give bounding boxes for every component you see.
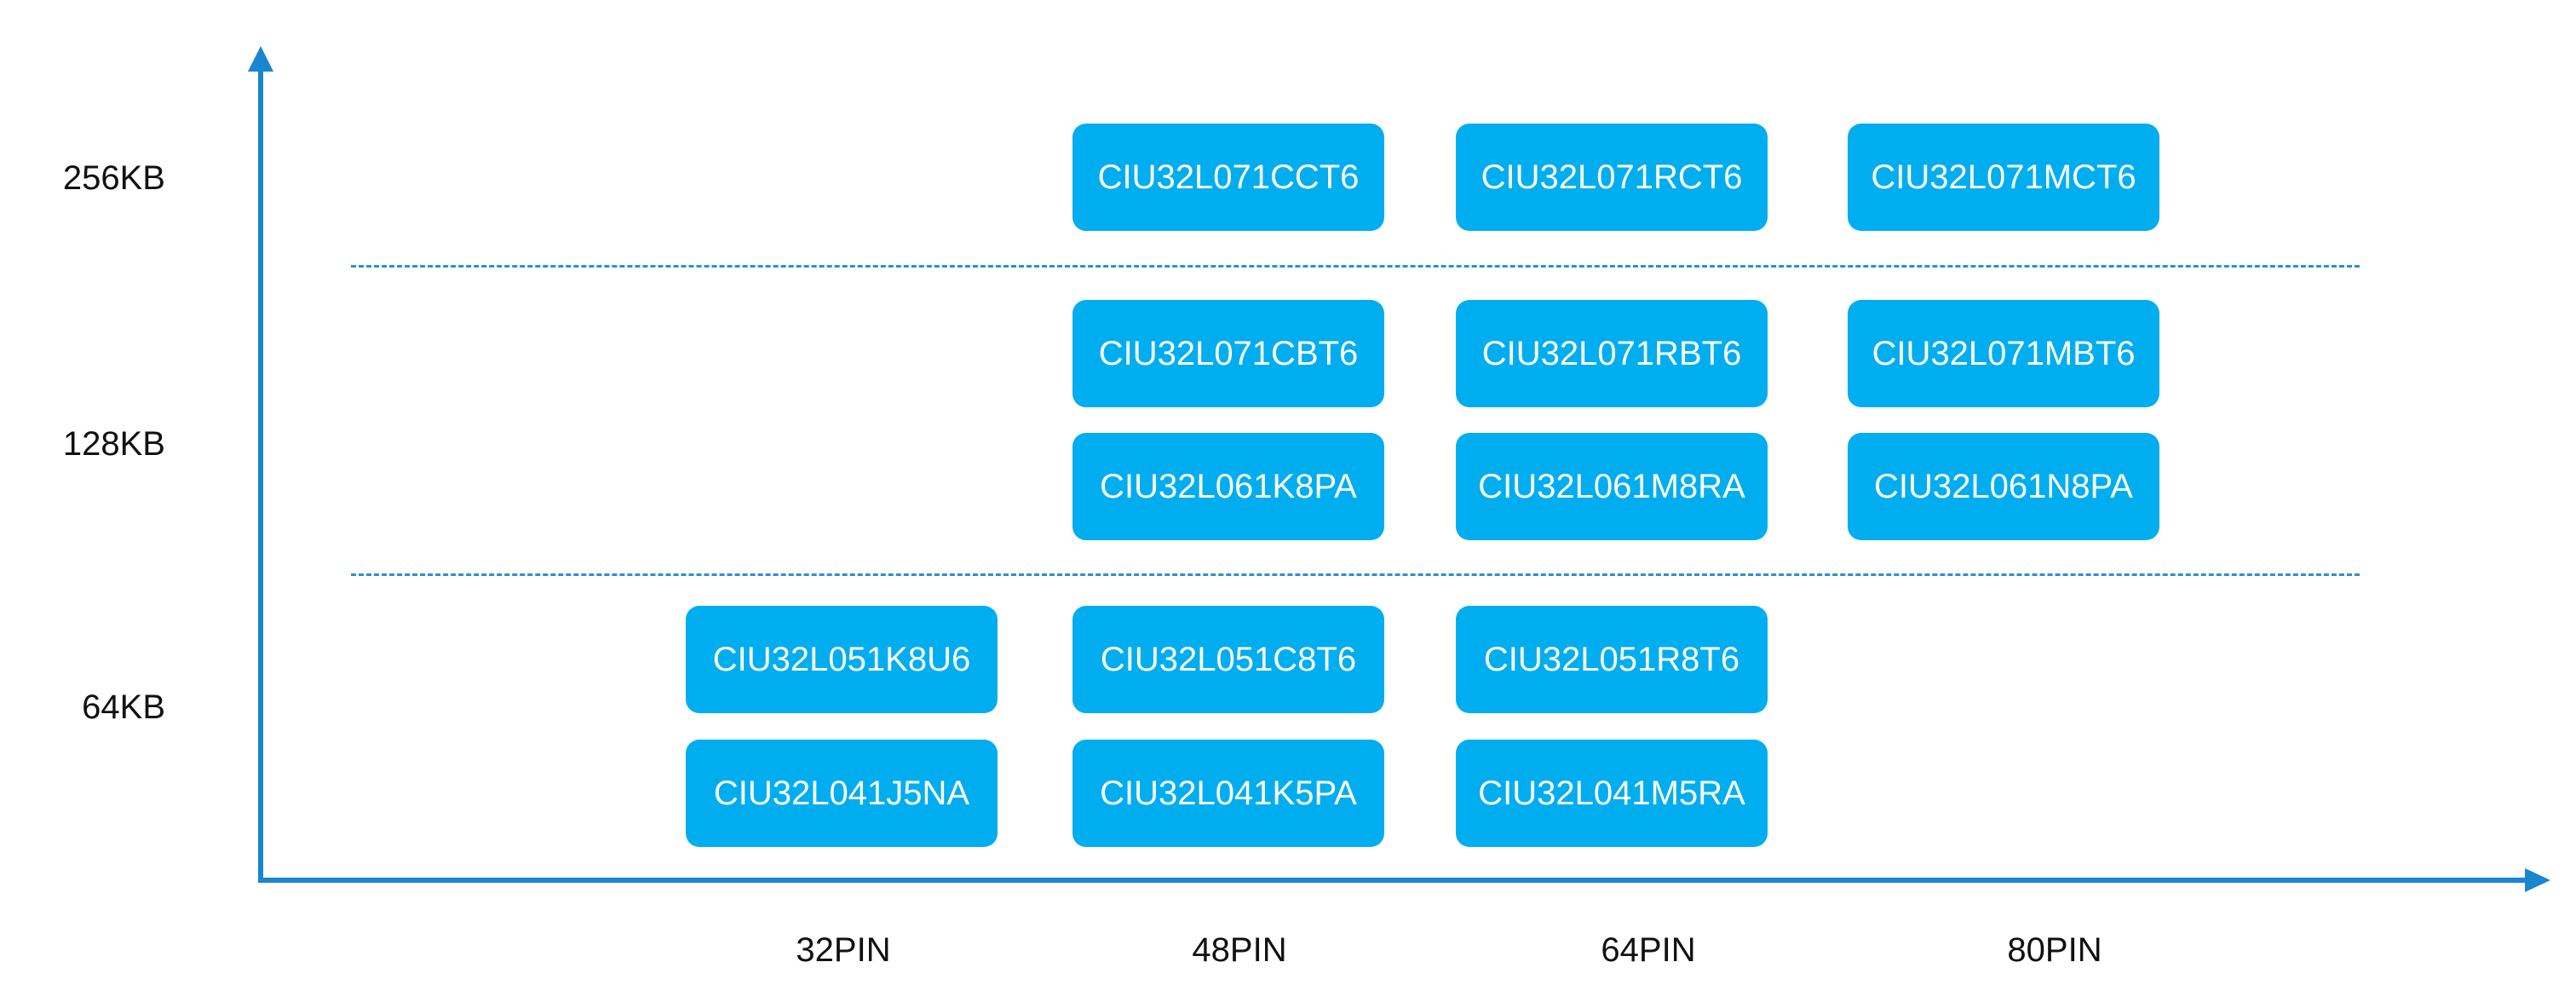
column-label-80pin: 80PIN [2007,931,2102,969]
column-label-64pin: 64PIN [1601,931,1696,969]
chip-ciu32l041k5pa[interactable]: CIU32L041K5PA [1072,740,1384,847]
row-divider-top [351,265,2360,268]
chip-ciu32l061k8pa[interactable]: CIU32L061K8PA [1072,433,1384,540]
y-axis-line [258,51,263,883]
x-axis-line [258,878,2533,883]
chip-ciu32l061n8pa[interactable]: CIU32L061N8PA [1848,433,2159,540]
row-label-256kb: 256KB [62,159,165,197]
chip-ciu32l051k8u6[interactable]: CIU32L051K8U6 [686,606,998,713]
arrow-up-icon [248,46,273,72]
chip-ciu32l041m5ra[interactable]: CIU32L041M5RA [1456,740,1768,847]
row-label-128kb: 128KB [62,425,165,463]
row-label-64kb: 64KB [82,688,165,726]
chip-ciu32l071rbt6[interactable]: CIU32L071RBT6 [1456,300,1768,407]
chip-ciu32l041j5na[interactable]: CIU32L041J5NA [686,740,998,847]
chip-ciu32l071mct6[interactable]: CIU32L071MCT6 [1848,124,2159,231]
arrow-right-icon [2525,868,2550,892]
chip-ciu32l071cbt6[interactable]: CIU32L071CBT6 [1072,300,1384,407]
chip-ciu32l051c8t6[interactable]: CIU32L051C8T6 [1072,606,1384,713]
chip-ciu32l071cct6[interactable]: CIU32L071CCT6 [1072,124,1384,231]
row-divider-bottom [351,573,2360,576]
chip-ciu32l051r8t6[interactable]: CIU32L051R8T6 [1456,606,1768,713]
column-label-48pin: 48PIN [1192,931,1287,969]
chip-ciu32l071rct6[interactable]: CIU32L071RCT6 [1456,124,1768,231]
column-label-32pin: 32PIN [796,931,891,969]
chip-ciu32l071mbt6[interactable]: CIU32L071MBT6 [1848,300,2159,407]
chip-ciu32l061m8ra[interactable]: CIU32L061M8RA [1456,433,1768,540]
